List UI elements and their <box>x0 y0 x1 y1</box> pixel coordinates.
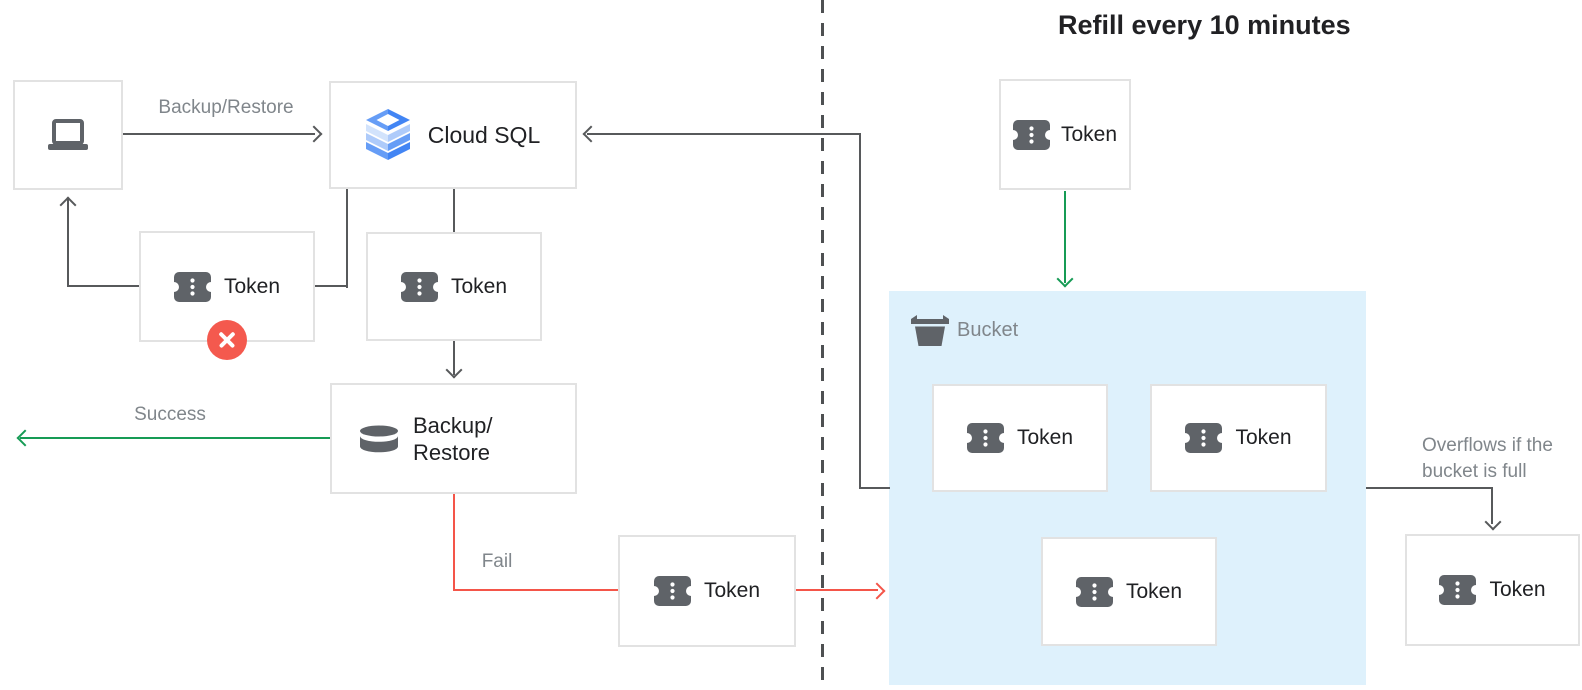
arrowhead-refill-into-bucket <box>1056 270 1074 288</box>
token-icon <box>966 423 1004 453</box>
connector-fail-to-bucket <box>796 589 878 591</box>
arrowhead-into-cloudsql-left <box>305 125 323 143</box>
cloud-sql-label: Cloud SQL <box>427 121 541 148</box>
error-x-badge <box>207 320 247 360</box>
dashed-separator-line <box>821 0 824 690</box>
connector-token-consumed-to-backup <box>453 341 455 375</box>
token-icon <box>1012 119 1050 150</box>
backup-restore-label: Backup/ Restore <box>413 412 493 466</box>
token-label: Token <box>1125 579 1183 603</box>
token-icon <box>653 576 691 606</box>
token-icon <box>400 271 438 302</box>
token-label: Token <box>1489 578 1546 601</box>
token-label: Token <box>1016 426 1074 449</box>
connector-success <box>20 437 330 439</box>
token-box-in-bucket-3: Token <box>1041 537 1217 646</box>
connector-client-to-cloudsql <box>123 133 315 135</box>
cloud-sql-box: Cloud SQL <box>329 81 577 189</box>
token-label: Token <box>703 579 761 602</box>
connector-token-denied-to-client-h <box>68 285 140 287</box>
connector-cloudsql-to-token-consumed <box>453 189 455 233</box>
token-icon <box>1185 423 1223 453</box>
overflow-label-line1: Overflows if the <box>1422 435 1553 456</box>
connector-fail-h <box>453 589 619 591</box>
token-label: Token <box>450 274 508 298</box>
arrowhead-into-client-bottom <box>59 196 77 214</box>
cloud-sql-icon <box>365 109 410 160</box>
token-label: Token <box>1060 122 1118 146</box>
backup-restore-line1: Backup/ <box>413 412 493 438</box>
client-box <box>13 80 123 190</box>
token-icon <box>1439 575 1477 605</box>
connector-overflow-v <box>1491 487 1493 524</box>
arrowhead-into-backup-top <box>445 361 463 379</box>
token-icon <box>173 271 211 302</box>
connector-token-denied-to-client-v <box>67 199 69 287</box>
arrowhead-into-cloudsql-right <box>582 125 600 143</box>
connector-cloudsql-to-token-denied-h <box>315 285 348 287</box>
arrowhead-fail-into-bucket <box>868 582 886 600</box>
backup-restore-box: Backup/ Restore <box>330 383 577 494</box>
token-label: Token <box>1235 426 1292 449</box>
connector-refill-to-bucket <box>1064 191 1066 283</box>
token-box-fail: Token <box>618 535 796 647</box>
arrowhead-into-overflow-token <box>1484 513 1502 531</box>
token-box-consumed: Token <box>366 232 542 341</box>
fail-label: Fail <box>481 551 513 572</box>
token-icon <box>1075 576 1113 607</box>
bucket-label: Bucket <box>957 319 1019 341</box>
connector-bucket-to-cloudsql-bottom <box>859 487 890 489</box>
connector-bucket-to-cloudsql-v <box>859 133 861 489</box>
backup-restore-line2: Restore <box>413 439 491 465</box>
token-box-in-bucket-2: Token <box>1150 384 1327 492</box>
connector-bucket-to-cloudsql-top <box>587 133 861 135</box>
overflow-label-line2: bucket is full <box>1422 461 1527 482</box>
database-icon <box>360 425 398 452</box>
token-box-in-bucket-1: Token <box>932 384 1108 492</box>
connector-cloudsql-to-token-denied-v <box>346 189 348 288</box>
laptop-icon <box>48 118 88 150</box>
overflow-label: Overflows if the bucket is full <box>1422 433 1553 485</box>
token-label: Token <box>223 274 281 298</box>
success-label: Success <box>134 404 206 425</box>
connector-fail-v <box>453 494 455 591</box>
token-box-refill: Token <box>999 79 1131 190</box>
connector-overflow-h <box>1366 487 1493 489</box>
arrowhead-success-left <box>16 429 34 447</box>
token-box-overflow: Token <box>1405 534 1580 646</box>
edge-label-backup-restore: Backup/Restore <box>158 97 294 118</box>
diagram-title: Refill every 10 minutes <box>1058 10 1351 40</box>
bucket-icon <box>911 315 949 346</box>
